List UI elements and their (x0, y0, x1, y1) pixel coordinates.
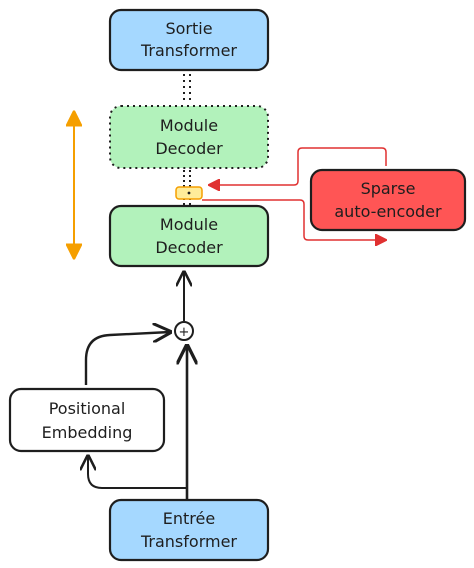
activation-hook-dot (187, 191, 191, 195)
hook-to-sae-arrow (202, 199, 386, 240)
positional-embedding-label-line1: Positional (49, 399, 126, 418)
sortie-transformer-node[interactable]: Sortie Transformer (108, 8, 270, 72)
addition-circle (174, 321, 194, 341)
entree-transformer-node[interactable]: Entrée Transformer (108, 498, 270, 562)
dotted-connector-top (183, 74, 191, 104)
positional-embedding-node[interactable]: Positional Embedding (8, 387, 166, 453)
sparse-autoencoder-box (309, 168, 467, 232)
sparse-autoencoder-node[interactable]: Sparse auto-encoder (309, 168, 467, 232)
sparse-autoencoder-label-line2: auto-encoder (334, 202, 442, 221)
module-decoder-top-box (109, 105, 269, 169)
entree-transformer-box (108, 498, 270, 562)
module-decoder-bottom-label-line1: Module (160, 215, 218, 234)
entree-transformer-label-line1: Entrée (163, 509, 215, 528)
module-decoder-top-label-line2: Decoder (155, 139, 223, 158)
sae-to-hook-arrow (209, 147, 387, 185)
sortie-transformer-label-line1: Sortie (165, 19, 212, 38)
module-decoder-bottom-box (108, 204, 270, 268)
input-to-positional-arrow (88, 456, 186, 489)
positional-embedding-label-line2: Embedding (42, 423, 133, 442)
module-decoder-bottom-node[interactable]: Module Decoder (108, 204, 270, 268)
addition-node: + (174, 321, 194, 341)
positional-to-sum-arrow (84, 332, 170, 385)
sortie-transformer-box (108, 8, 270, 72)
addition-symbol: + (179, 325, 190, 340)
sortie-transformer-label-line2: Transformer (140, 41, 237, 60)
module-decoder-top-node[interactable]: Module Decoder (109, 105, 269, 169)
module-decoder-top-label-line1: Module (160, 116, 218, 135)
module-decoder-bottom-label-line2: Decoder (155, 238, 223, 257)
positional-embedding-box (8, 387, 166, 453)
entree-transformer-label-line2: Transformer (140, 532, 237, 551)
sparse-autoencoder-label-line1: Sparse (361, 179, 416, 198)
